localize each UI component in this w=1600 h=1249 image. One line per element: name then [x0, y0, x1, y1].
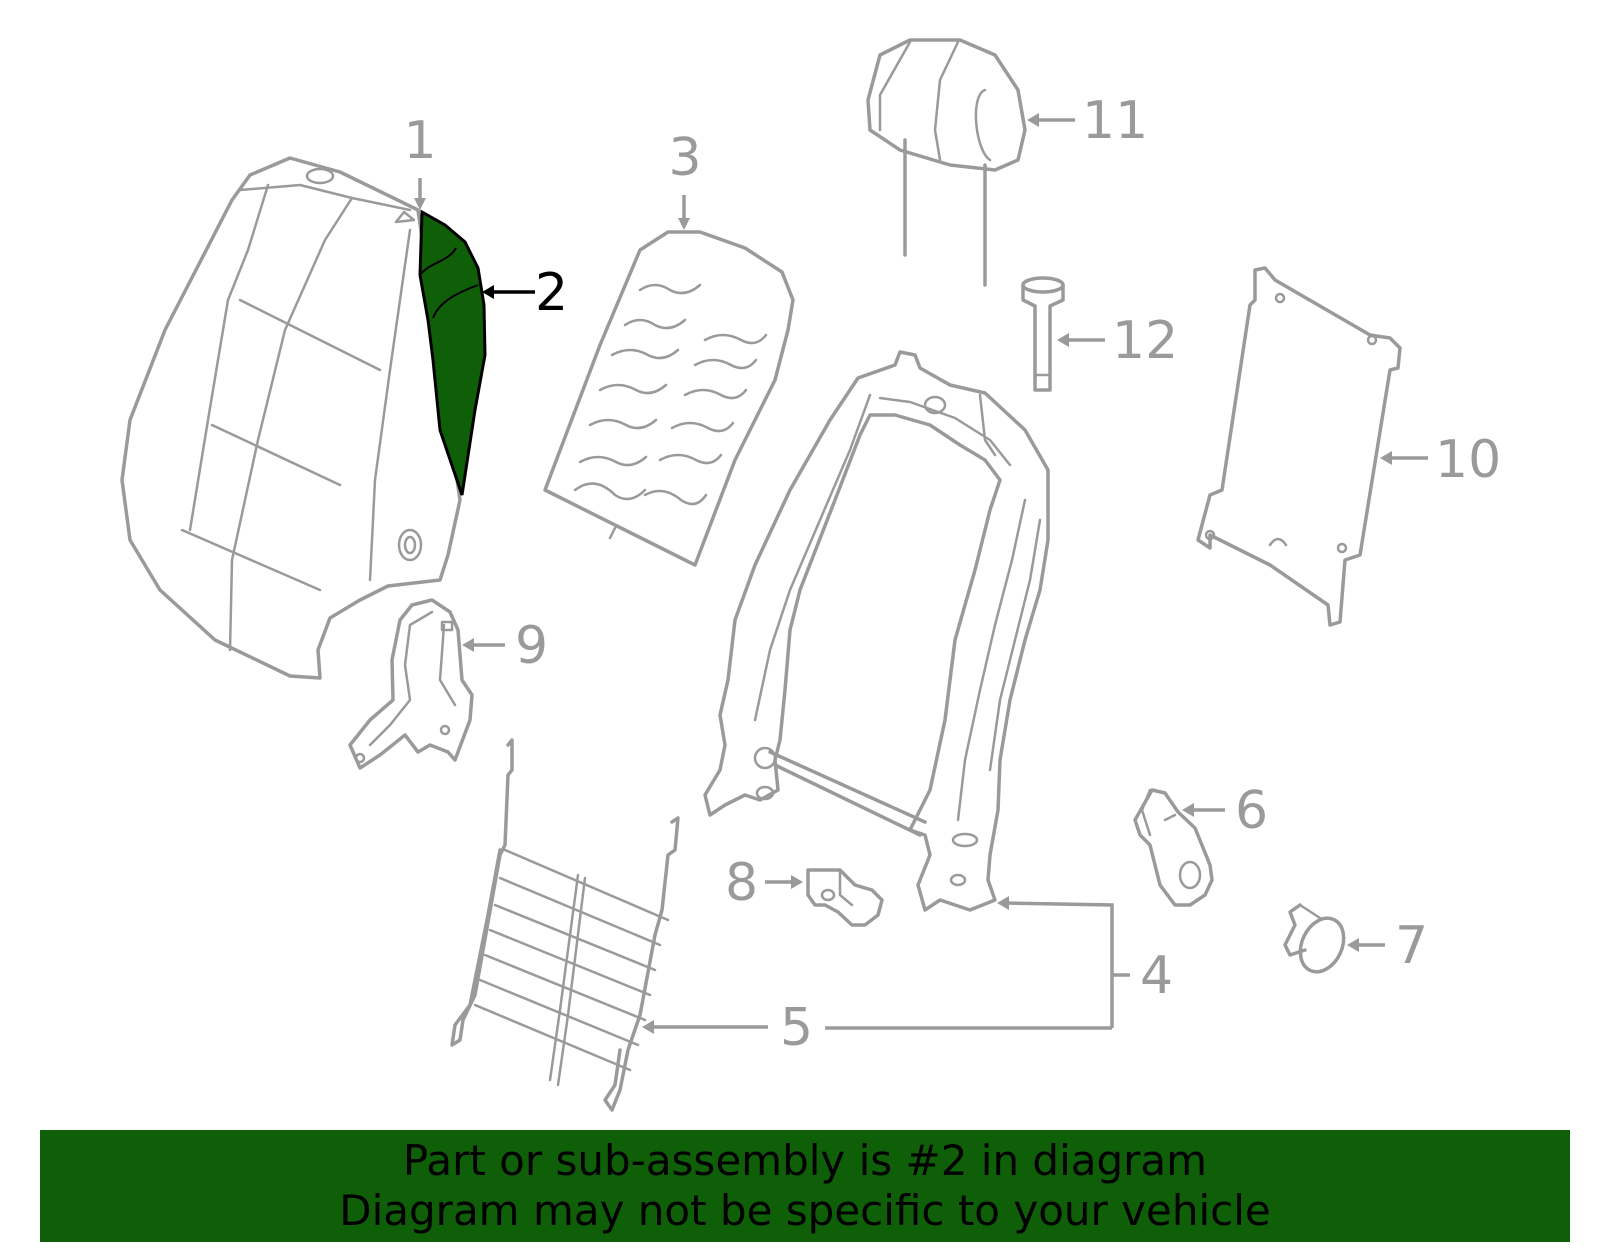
guide-sleeve[interactable]	[1021, 276, 1065, 392]
callout-labels: 1 2 3 4 5 6 7 8 9 10 11 12	[403, 91, 1501, 1058]
seat-back-frame[interactable]	[703, 350, 1050, 912]
recliner-handle[interactable]	[1133, 788, 1214, 907]
callout-5: 5	[780, 998, 813, 1058]
side-bolster-highlighted[interactable]	[418, 209, 487, 496]
callout-11: 11	[1082, 91, 1148, 151]
seat-back-pad[interactable]	[543, 230, 795, 567]
callout-3: 3	[668, 128, 701, 188]
parts-diagram: 1 2 3 4 5 6 7 8 9 10 11 12	[120, 38, 1501, 1112]
callout-2: 2	[535, 263, 568, 323]
callout-1: 1	[403, 111, 436, 171]
frame-clip[interactable]	[806, 868, 884, 927]
headrest[interactable]	[866, 38, 1027, 287]
callout-4: 4	[1140, 946, 1173, 1006]
banner-line-disclaimer: Diagram may not be specific to your vehi…	[339, 1186, 1271, 1235]
callout-6: 6	[1235, 781, 1268, 841]
callout-7: 7	[1395, 916, 1428, 976]
callout-12: 12	[1112, 311, 1178, 371]
seat-back-cover[interactable]	[120, 156, 462, 680]
back-panel[interactable]	[1196, 266, 1402, 627]
callout-9: 9	[515, 616, 548, 676]
info-banner: Part or sub-assembly is #2 in diagram Di…	[40, 1130, 1570, 1242]
side-trim-cover[interactable]	[348, 598, 474, 770]
cover-cap[interactable]	[1283, 903, 1352, 979]
leader-lines	[414, 113, 1428, 1034]
callout-10: 10	[1435, 430, 1501, 490]
lumbar-support[interactable]	[450, 738, 680, 1112]
banner-line-part: Part or sub-assembly is #2 in diagram	[402, 1136, 1208, 1185]
callout-8: 8	[725, 853, 758, 913]
